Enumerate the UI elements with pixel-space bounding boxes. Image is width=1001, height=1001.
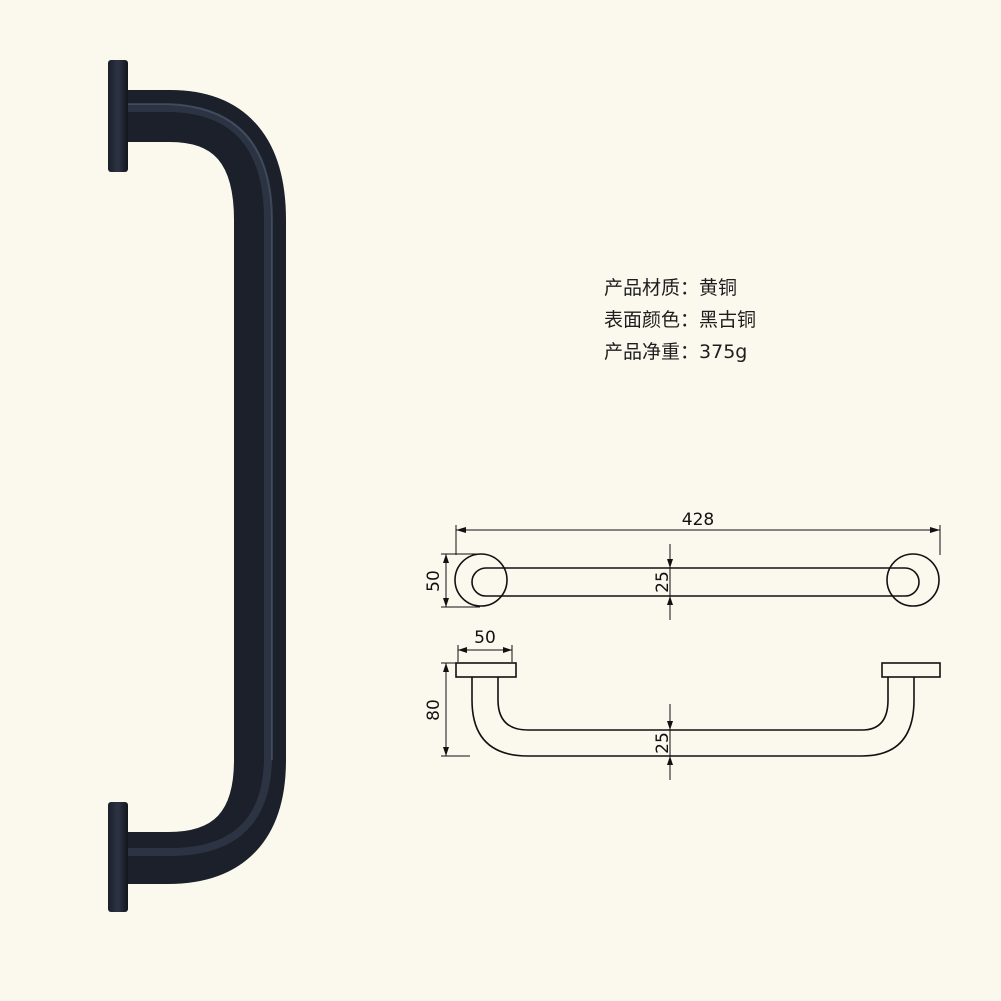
dim-flange-width-label: 50 xyxy=(474,628,496,648)
spec-separator: ： xyxy=(680,341,700,363)
dim-side-tube-label: 25 xyxy=(653,732,673,754)
top-flange xyxy=(108,60,128,172)
spec-weight-label: 产品净重 xyxy=(604,341,681,363)
spec-separator: ： xyxy=(680,277,700,299)
spec-separator: ： xyxy=(680,309,700,331)
dim-length-label: 428 xyxy=(682,510,714,530)
spec-weight-value: 375g xyxy=(699,341,748,363)
side-view-right-flange xyxy=(881,662,941,678)
top-view-bar xyxy=(471,567,920,597)
spec-block: 产品材质：黄铜 表面颜色：黑古铜 产品净重：375g xyxy=(604,272,756,368)
bottom-flange xyxy=(108,802,128,912)
side-view-left-flange xyxy=(455,662,517,678)
spec-material-value: 黄铜 xyxy=(699,277,738,299)
spec-weight: 产品净重：375g xyxy=(604,336,756,368)
spec-color: 表面颜色：黑古铜 xyxy=(604,304,756,336)
dim-depth-label: 80 xyxy=(424,699,444,721)
side-view-tube-outer xyxy=(471,677,915,757)
spec-material-label: 产品材质 xyxy=(604,277,681,299)
dim-top-tube-label: 25 xyxy=(653,571,673,593)
spec-color-value: 黑古铜 xyxy=(699,309,757,331)
spec-color-label: 表面颜色 xyxy=(604,309,681,331)
dim-flange-height-label: 50 xyxy=(424,570,444,592)
top-view-left-flange xyxy=(454,553,508,607)
top-view-right-flange xyxy=(886,553,940,607)
spec-material: 产品材质：黄铜 xyxy=(604,272,756,304)
side-view-tube-inner xyxy=(497,677,889,731)
